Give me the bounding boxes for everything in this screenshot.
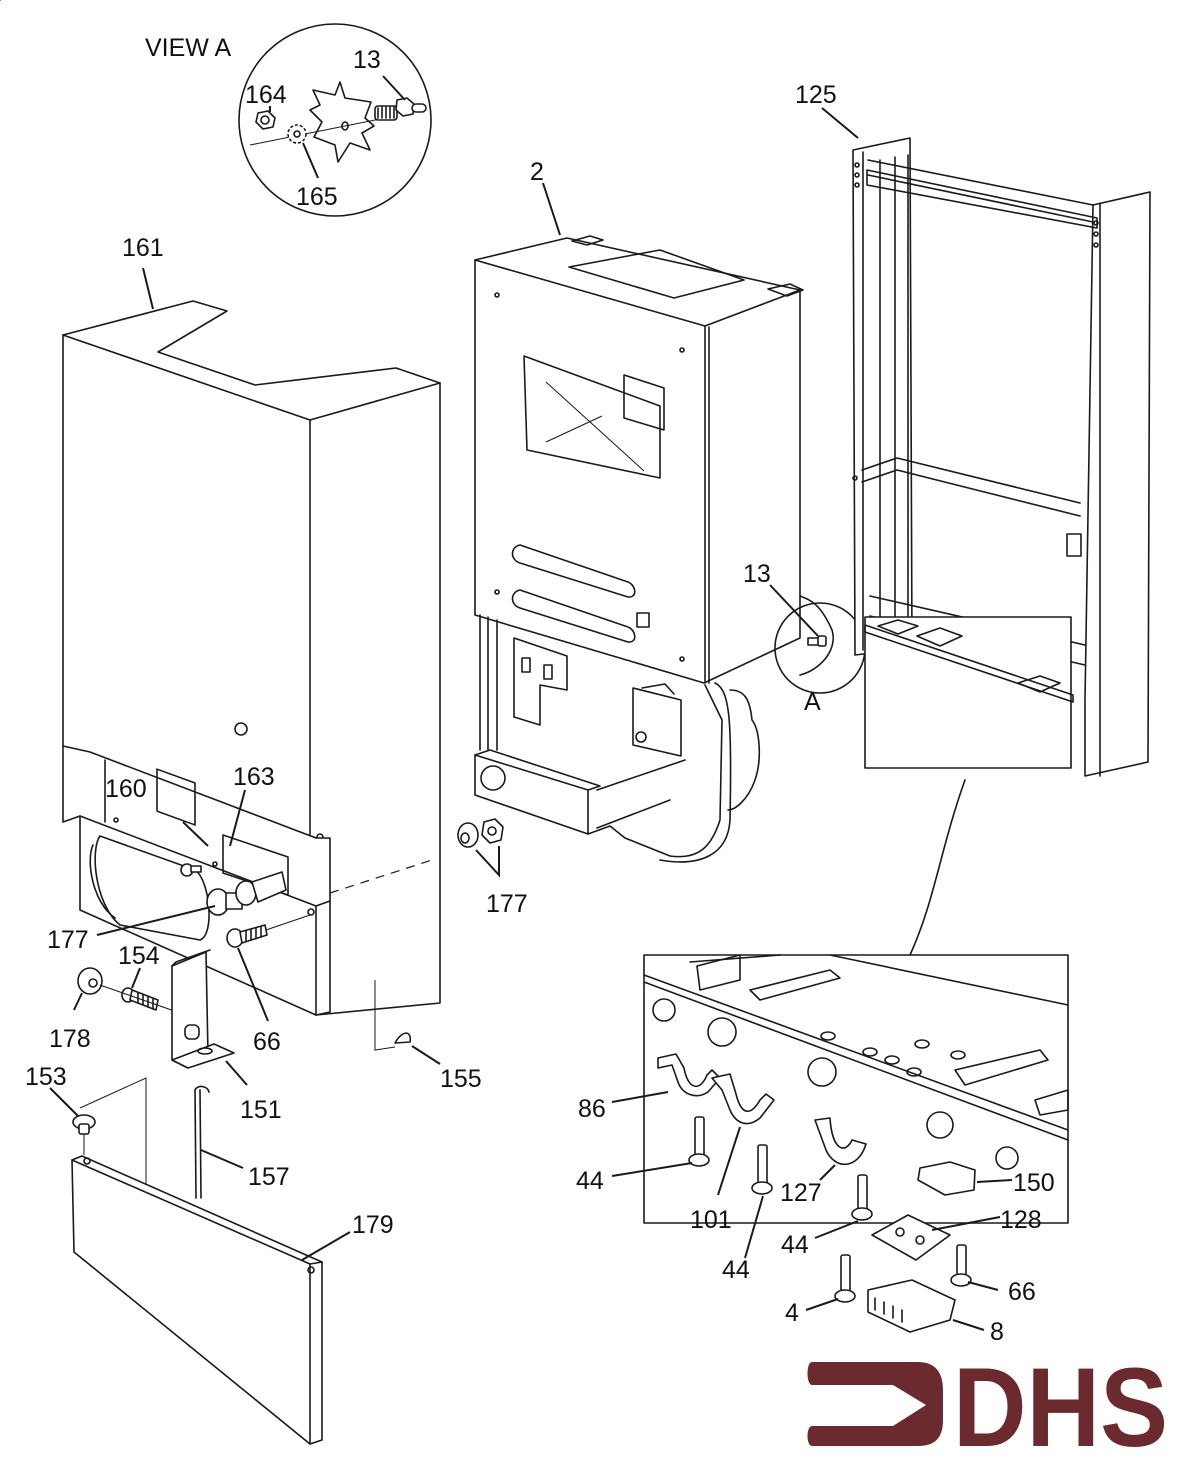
screw-66-left bbox=[226, 924, 268, 948]
label-127: 127 bbox=[780, 1179, 822, 1207]
plate-128 bbox=[871, 1214, 951, 1261]
hinge-hardware: 178 154 151 bbox=[49, 942, 282, 1124]
view-a-detail: VIEW A 13 164 165 bbox=[145, 23, 432, 217]
label-125: 125 bbox=[795, 81, 837, 109]
screw-160 bbox=[180, 863, 202, 877]
bottom-panel-179: 153 157 179 bbox=[25, 1063, 394, 1445]
connector-8 bbox=[867, 1279, 956, 1333]
stud-13 bbox=[374, 97, 427, 121]
label-157: 157 bbox=[248, 1163, 290, 1191]
label-177-right: 177 bbox=[486, 890, 528, 918]
screw-44-a bbox=[688, 1116, 710, 1167]
label-178: 178 bbox=[49, 1025, 91, 1053]
label-179: 179 bbox=[352, 1211, 394, 1239]
pipe-clip-101 bbox=[711, 1073, 775, 1125]
pin-157 bbox=[194, 1085, 210, 1199]
logo-text: DHS bbox=[953, 1345, 1168, 1466]
label-4: 4 bbox=[785, 1299, 799, 1327]
grommet-177-right: 177 bbox=[457, 818, 528, 918]
grommet-153 bbox=[72, 1114, 96, 1155]
label-66-right: 66 bbox=[1008, 1278, 1036, 1306]
dhs-logo: DHS bbox=[807, 1345, 1168, 1466]
label-155: 155 bbox=[440, 1065, 482, 1093]
view-a-title: VIEW A bbox=[145, 34, 231, 62]
view-a-marker-circle bbox=[774, 602, 866, 694]
boiler-chassis-2: 13 A 2 bbox=[474, 158, 834, 863]
hole bbox=[341, 121, 349, 131]
label-128: 128 bbox=[1000, 1206, 1042, 1234]
panel-fragment bbox=[309, 81, 375, 163]
label-13-main: 13 bbox=[743, 560, 771, 588]
label-2: 2 bbox=[530, 158, 544, 186]
screw-4 bbox=[834, 1254, 856, 1303]
label-101: 101 bbox=[690, 1206, 732, 1234]
detail-projection bbox=[864, 616, 1074, 956]
assembly-axis bbox=[249, 116, 391, 146]
bracket-151 bbox=[171, 949, 235, 1069]
screw-66-right bbox=[950, 1244, 972, 1287]
label-154: 154 bbox=[118, 942, 160, 970]
alignment-line bbox=[329, 859, 433, 894]
control-fascia: 160 163 177 66 bbox=[47, 745, 331, 1056]
pipe-clip-127 bbox=[814, 1117, 867, 1166]
switch-150 bbox=[917, 1161, 976, 1196]
label-44-b: 44 bbox=[722, 1256, 750, 1284]
label-150: 150 bbox=[1013, 1169, 1055, 1197]
arrow-bracket-icon bbox=[807, 1362, 943, 1446]
front-casing-161: 161 bbox=[0, 0, 441, 1016]
label-66-left: 66 bbox=[253, 1028, 281, 1056]
label-151: 151 bbox=[240, 1096, 282, 1124]
inset-frame bbox=[643, 954, 1069, 1224]
pipe-clip-86 bbox=[657, 1053, 721, 1097]
label-160: 160 bbox=[105, 775, 147, 803]
manifold-detail-inset: 86 44 101 44 127 44 150 128 66 4 8 bbox=[576, 954, 1069, 1346]
label-163: 163 bbox=[233, 763, 275, 791]
label-44-c: 44 bbox=[781, 1231, 809, 1259]
grommet-177 bbox=[206, 871, 287, 916]
view-a-marker: A bbox=[804, 688, 821, 716]
label-165: 165 bbox=[296, 183, 338, 211]
label-86: 86 bbox=[578, 1095, 606, 1123]
wall-frame-125: 125 bbox=[795, 81, 1151, 777]
label-13-view: 13 bbox=[353, 46, 381, 74]
screw-44-c bbox=[851, 1174, 873, 1221]
label-164: 164 bbox=[245, 81, 287, 109]
screw-44-b bbox=[751, 1144, 773, 1195]
nut-164 bbox=[255, 110, 276, 130]
label-161: 161 bbox=[122, 234, 164, 262]
view-a-circle bbox=[238, 23, 432, 217]
label-177-left: 177 bbox=[47, 926, 89, 954]
label-8: 8 bbox=[990, 1318, 1004, 1346]
plug-155: 155 bbox=[374, 980, 482, 1093]
label-153: 153 bbox=[25, 1063, 67, 1091]
label-44-a: 44 bbox=[576, 1167, 604, 1195]
star-washer-165 bbox=[287, 124, 307, 144]
stud-13-main bbox=[807, 635, 827, 647]
